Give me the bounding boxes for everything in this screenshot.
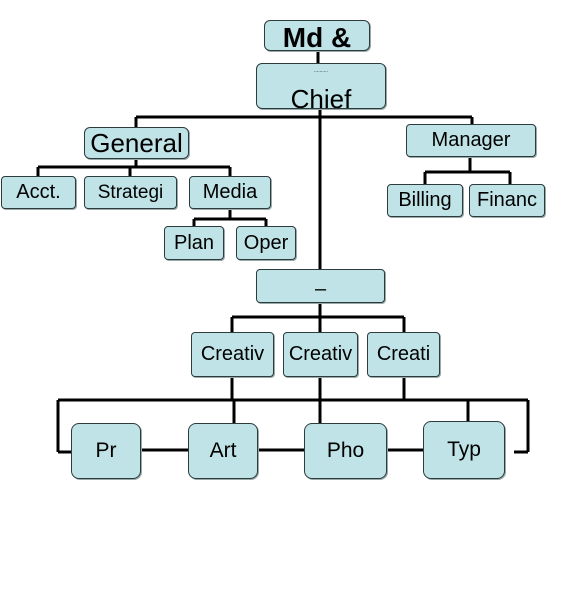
node-manager-label: Manager — [431, 129, 511, 151]
node-pr: Pr — [71, 423, 141, 479]
node-oper-label: Oper — [243, 231, 289, 254]
node-strategi: Strategi — [84, 176, 177, 209]
node-pr-label: Pr — [95, 439, 117, 462]
node-creativ-2-label: Creativ — [288, 343, 353, 365]
node-manager: Manager — [406, 124, 536, 157]
node-acct-label: Acct. — [16, 181, 61, 203]
node-unnamed: – — [256, 269, 385, 303]
node-acct: Acct. — [1, 176, 76, 209]
node-creativ-1: Creativ — [191, 332, 274, 377]
node-billing-label: Billing — [398, 189, 452, 211]
node-financ-label: Financ — [476, 189, 538, 211]
node-billing: Billing — [387, 184, 463, 217]
node-financ: Financ — [469, 184, 545, 217]
node-general: General — [84, 127, 189, 159]
node-media: Media — [189, 176, 271, 209]
node-media-label: Media — [202, 181, 258, 203]
node-creativ-2: Creativ — [283, 332, 358, 377]
node-art-label: Art — [209, 439, 237, 462]
node-creati-label: Creati — [376, 343, 431, 365]
node-chief: .......... Chief — [256, 63, 386, 109]
node-pho-label: Pho — [326, 439, 365, 462]
node-unnamed-label: – — [314, 277, 327, 300]
node-plan: Plan — [164, 226, 224, 260]
node-typ-label: Typ — [447, 438, 481, 461]
node-oper: Oper — [236, 226, 296, 260]
node-strategi-label: Strategi — [97, 181, 164, 203]
node-plan-label: Plan — [173, 231, 215, 254]
node-art: Art — [188, 423, 258, 479]
node-chief-label: Chief — [290, 84, 352, 109]
node-chief-small-label: .......... — [314, 68, 328, 74]
node-typ: Typ — [423, 421, 505, 479]
node-creativ-1-label: Creativ — [200, 343, 265, 365]
node-creati: Creati — [367, 332, 440, 377]
node-md: Md & — [264, 20, 370, 51]
node-general-label: General — [90, 127, 183, 158]
node-md-label: Md & — [282, 22, 352, 51]
node-pho: Pho — [304, 423, 387, 479]
